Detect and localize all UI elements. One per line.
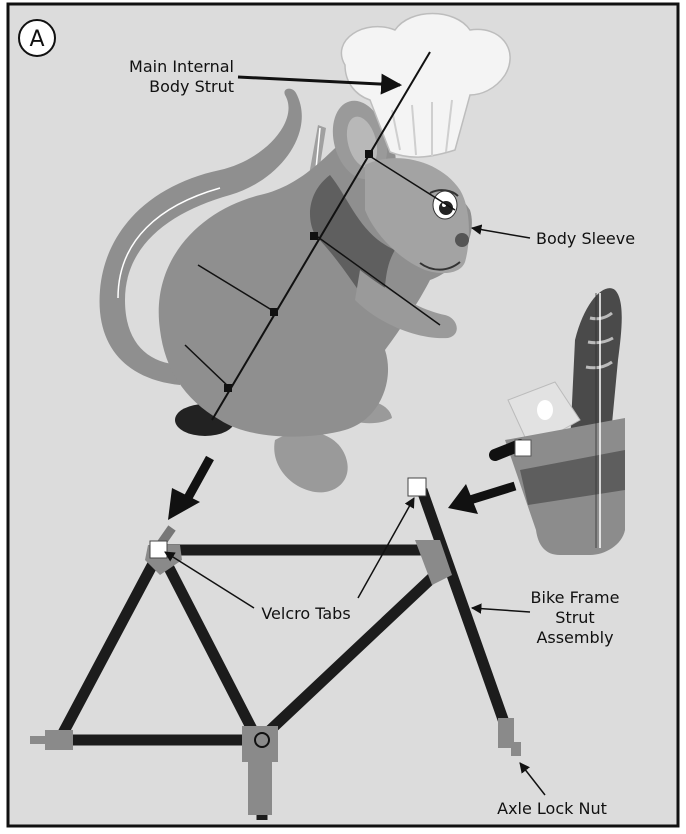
velcro-tab-seat [150,541,167,558]
panel-letter-badge: A [19,20,55,56]
velcro-tab-fork [408,478,426,496]
rear-dropout [45,730,73,750]
mouse-nose [455,233,469,247]
label-velcro-tabs: Velcro Tabs [261,604,350,623]
panel-letter: A [29,27,44,52]
label-axle-lock-nut: Axle Lock Nut [497,799,607,818]
label-bike-frame-line3: Assembly [536,628,613,647]
label-bike-frame-line2: Strut [555,608,594,627]
label-bike-frame-line1: Bike Frame [531,588,620,607]
label-main-internal-body-strut-line2: Body Strut [149,77,234,96]
label-main-internal-body-strut-line1: Main Internal [129,57,234,76]
label-body-sleeve: Body Sleeve [536,229,635,248]
bag-velcro-tab [515,440,531,456]
axle-lock-nut-part [511,742,521,756]
bottom-bracket [255,733,269,747]
